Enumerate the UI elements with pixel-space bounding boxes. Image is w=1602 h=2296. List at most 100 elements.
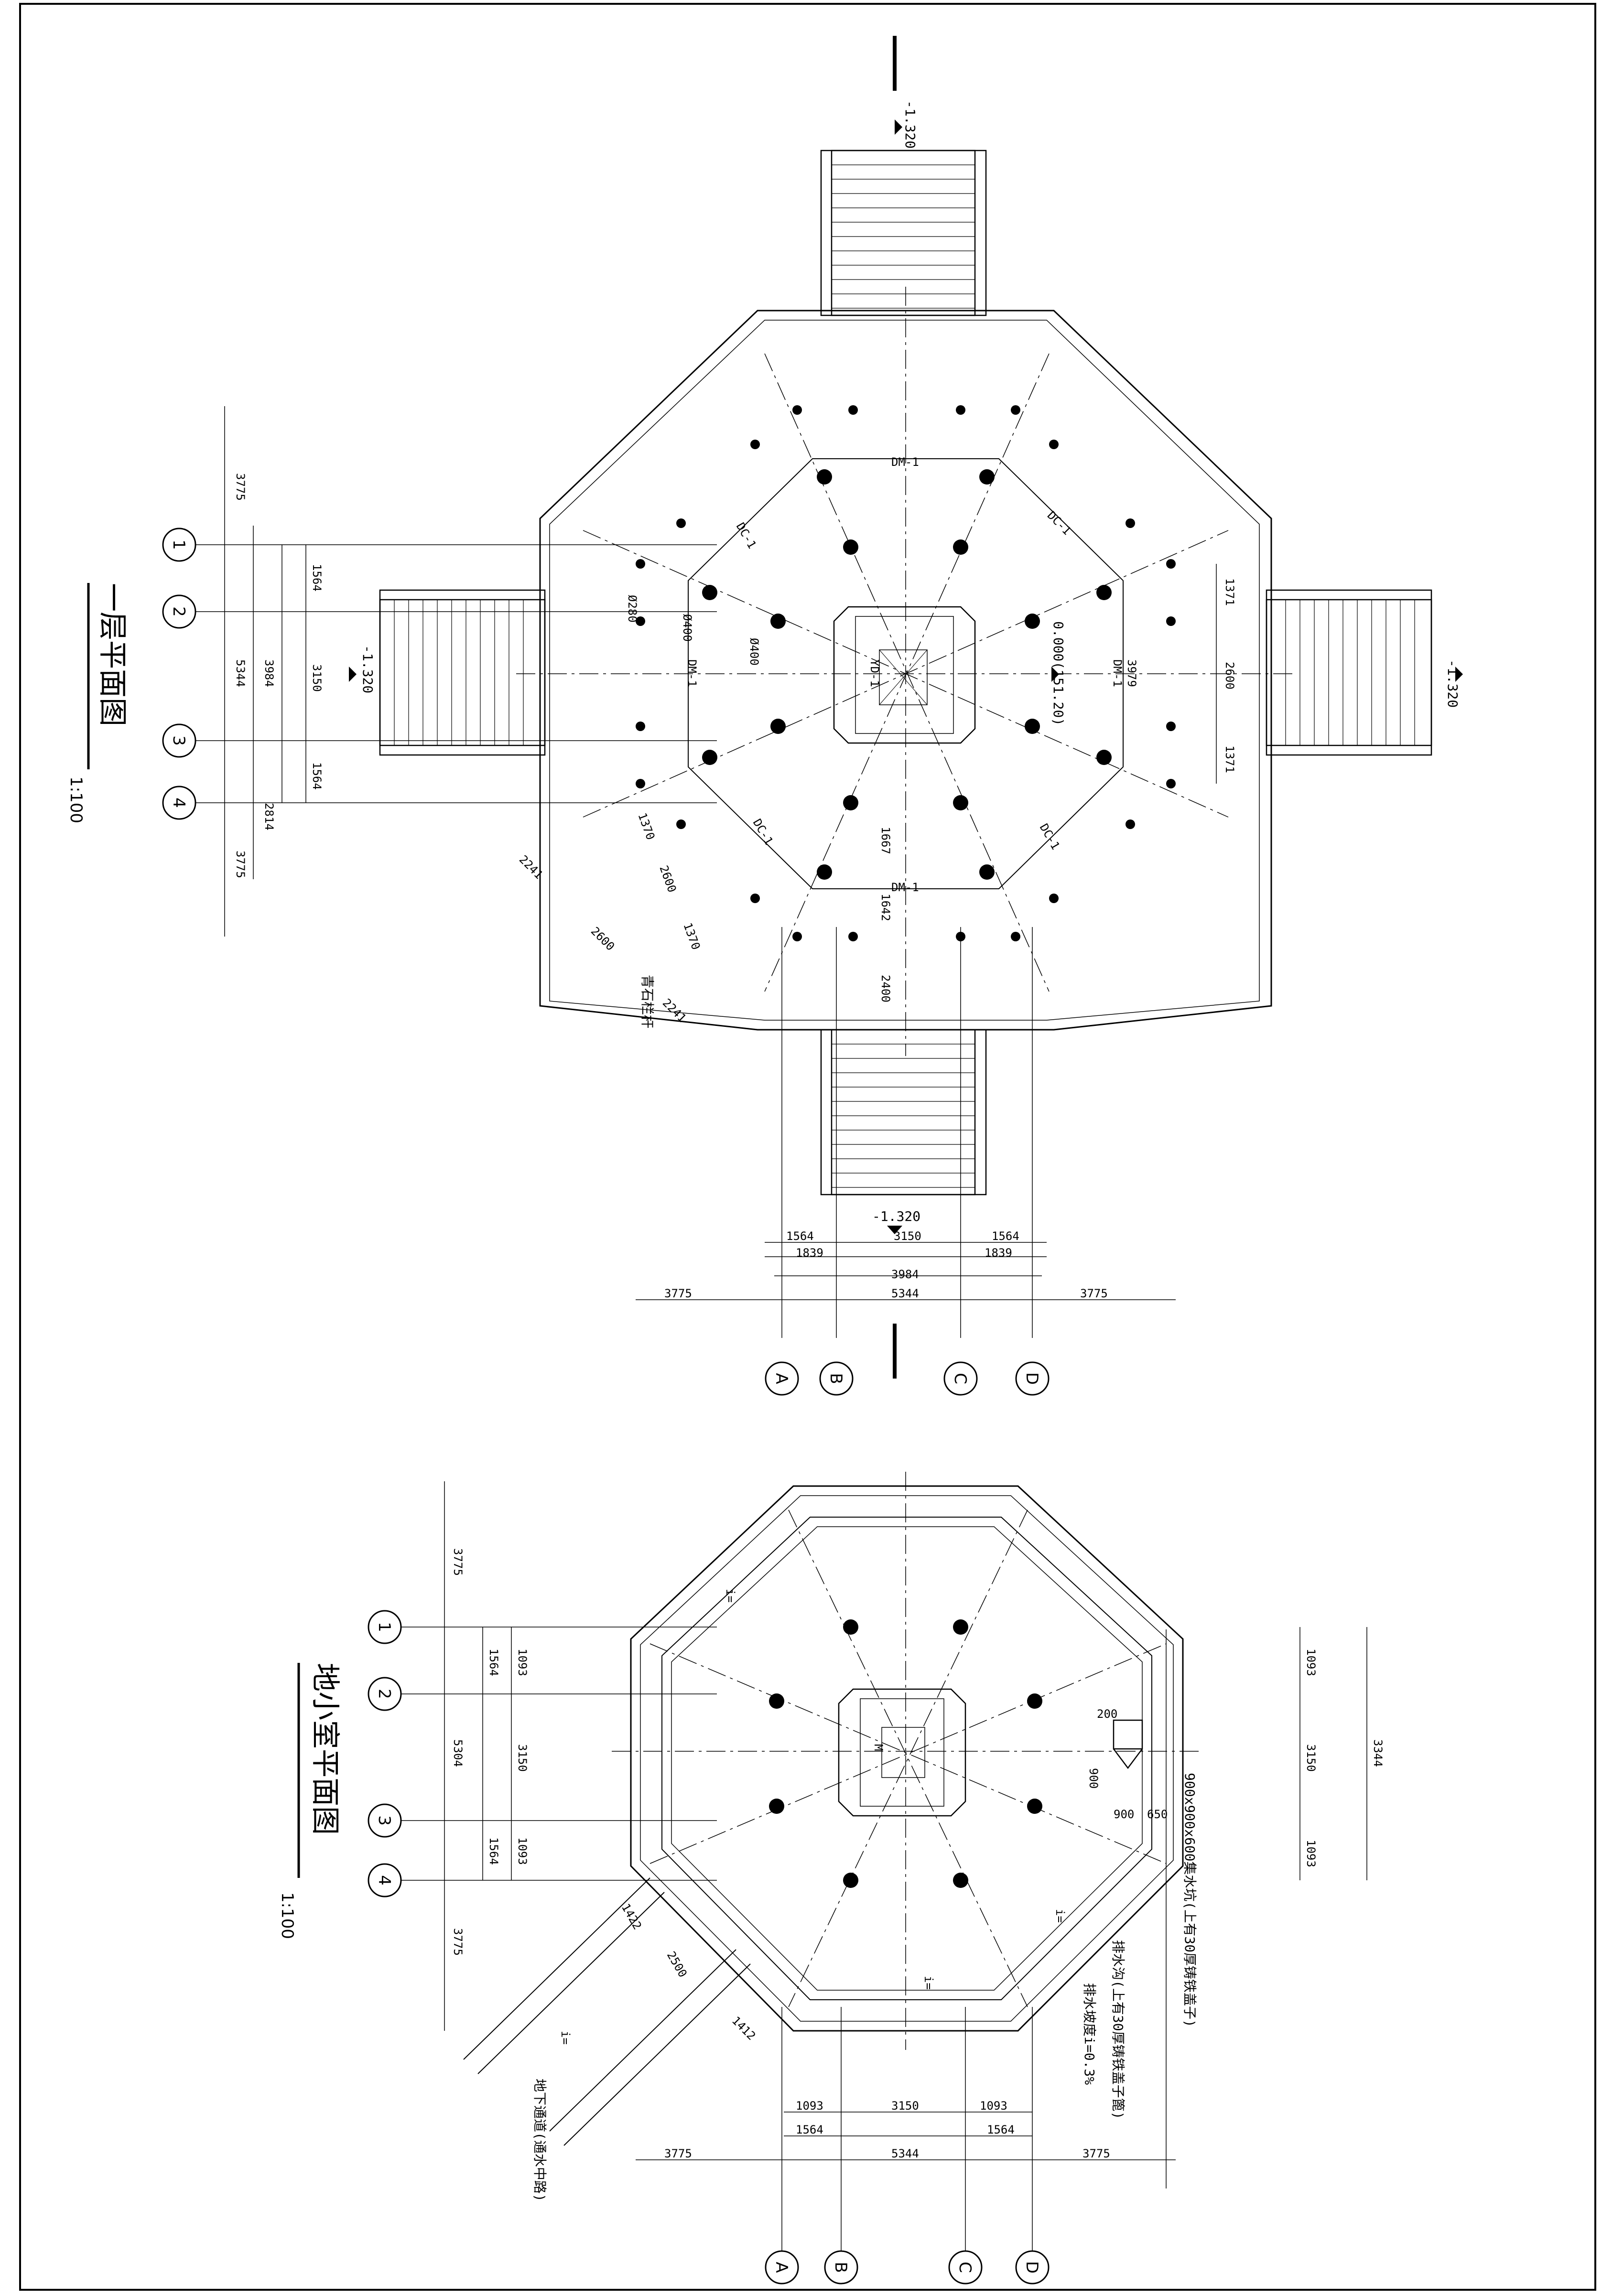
plan2-dim: 5304 [451,1739,465,1767]
plan2-dim: 1412 [729,2014,758,2043]
plan1-dim: 3775 [664,1287,692,1300]
plan1-label-d280: Ø280 [626,595,639,623]
plan1-dim: 1371 [1223,578,1236,606]
plan2-axis-3: 3 [375,1815,394,1826]
plan2-dim: 5344 [891,2147,919,2160]
plan1-dim: 1642 [879,894,892,921]
plan1-dim: 3150 [894,1229,921,1243]
plan2-dim: 1564 [987,2123,1015,2136]
plan1-label-railing: 青石栏杆 [639,975,655,1028]
plan1-level-right: -1.320 [1445,659,1461,708]
plan1-dim: 5344 [891,1287,919,1300]
plan1-dim: 1370 [635,811,657,841]
plan2-dim: 3775 [451,1928,465,1956]
plan1-label-dc: DC-1 [734,520,759,551]
plan2-dim: 900 [1114,1808,1134,1821]
plan2-title-block: 地小室平面图 1:100 [278,1663,342,1939]
plan1-axis-a: A [772,1373,791,1384]
plan1-dim: 2241 [517,852,546,882]
plan1-axis-1: 1 [169,539,188,550]
plan1-axis-c: C [951,1373,970,1384]
plan2-axis-c: C [955,2262,974,2273]
plan2-scale: 1:100 [278,1892,297,1939]
plan1-level-top: -1.320 [902,100,918,149]
plan1-dim: 3150 [310,664,324,692]
plan2-dim: 900 [1087,1768,1100,1789]
plan2-dimensions: 3775 5304 3775 1564 3150 1564 1093 1093 … [451,1548,1385,2202]
plan2-dim: 1093 [1304,1649,1318,1676]
plan1-dim: 2400 [879,975,892,1002]
plan1-axis-labels: 1 2 3 4 A B C D [169,539,1041,1385]
plan2-label-i: i= [724,1589,737,1603]
plan1-dim: 1564 [310,564,324,592]
plan1-dim: 3984 [262,659,276,687]
plan1-dim: 1839 [985,1246,1012,1260]
plan1-dim: 5344 [234,659,247,687]
plan2-dim: 650 [1147,1808,1168,1821]
plan2-label-slope: 排水坡度i=0.3% [1082,1983,1097,2085]
plan2-dim: 3775 [451,1548,465,1576]
plan1-title-block: 一层平面图 1:100 [66,583,129,823]
plan2-dim: 2500 [664,1949,690,1980]
plan2-dim: 3150 [891,2099,919,2113]
plan2-label-i: i= [1053,1909,1067,1923]
plan1-dim: 1371 [1223,745,1236,773]
plan2-axis-bubbles [368,1610,1050,2285]
plan1-label-d400: Ø400 [747,638,761,666]
plan2-label-i: i= [922,1976,935,1990]
plan1-dim: 3979 [1125,659,1138,687]
plan1-title: 一层平面图 [96,583,129,726]
plan2-dim: 1564 [487,1837,500,1865]
plan1-dim: 1564 [310,762,324,790]
plan1-axis-3: 3 [169,735,188,746]
plan1-scale: 1:100 [66,776,86,823]
plan2-axis-2: 2 [375,1689,394,1699]
plan1-label-yd: YD-1 [868,659,881,687]
plan2-title: 地小室平面图 [308,1663,342,1835]
plan2-dim: 3150 [516,1744,529,1772]
plan1-dim: 1839 [796,1246,823,1260]
plan2-dim: 200 [1097,1707,1117,1721]
plan1-dim: 1564 [992,1229,1019,1243]
plan1-dim: 3775 [1080,1287,1108,1300]
plan1-axis-4: 4 [169,798,188,808]
plan2-axis-a: A [772,2262,791,2273]
plan1-label-dm: DM-1 [1111,659,1124,687]
sheet-border [19,3,1596,2291]
plan1-dimensions: 1564 3150 1564 1839 1839 3984 3775 5344 … [234,100,1461,1300]
plan2-axis-4: 4 [375,1875,394,1886]
plan2-dim: 3775 [664,2147,692,2160]
plan2-axis-b: B [831,2262,850,2273]
plan1-label-dm: DM-1 [685,659,699,687]
plan2-dim: 1093 [980,2099,1007,2113]
plan1-dim: 3775 [234,473,247,501]
plan1-dim: 2600 [588,924,617,953]
plan1-label-dc: DC-1 [1045,508,1074,538]
plan2-axis-d: D [1022,2261,1041,2274]
plan2-dim: 1093 [1304,1840,1318,1867]
plan1-dim: 1564 [786,1229,814,1243]
plan1-dim: 2600 [657,863,679,894]
plan1-level-bottom: -1.320 [872,1208,920,1224]
plan2-label-sump: 900x900x600集水坑(上有30厚铸铁盖子) [1182,1773,1198,2027]
plan1-level-left: -1.320 [360,645,376,693]
plan2-label-drain: 排水沟(上有30厚铸铁盖子篦) [1110,1940,1126,2119]
plan1-dim: 3984 [891,1268,919,1281]
basement-plan [397,1472,1367,2284]
plan2-dim: 1093 [516,1837,529,1865]
plan1-axis-2: 2 [169,606,188,617]
plan1-level-center: 0.000(151.20) [1050,621,1066,726]
plan1-label-dm: DM-1 [891,455,919,469]
plan1-axis-d: D [1022,1372,1041,1385]
plan1-axis-bubbles [162,528,1050,1396]
plan2-dim: 1422 [619,1901,644,1932]
plan1-dim: 1370 [681,921,703,951]
plan1-axis-b: B [826,1373,845,1384]
plan2-dim: 3344 [1371,1739,1385,1767]
plan2-axis-1: 1 [375,1622,394,1632]
plan2-dim: 3150 [1304,1744,1318,1772]
plan2-dim: 1564 [487,1649,500,1676]
plan2-dim: 1564 [796,2123,823,2136]
plan2-label-mark: M [872,1744,885,1751]
